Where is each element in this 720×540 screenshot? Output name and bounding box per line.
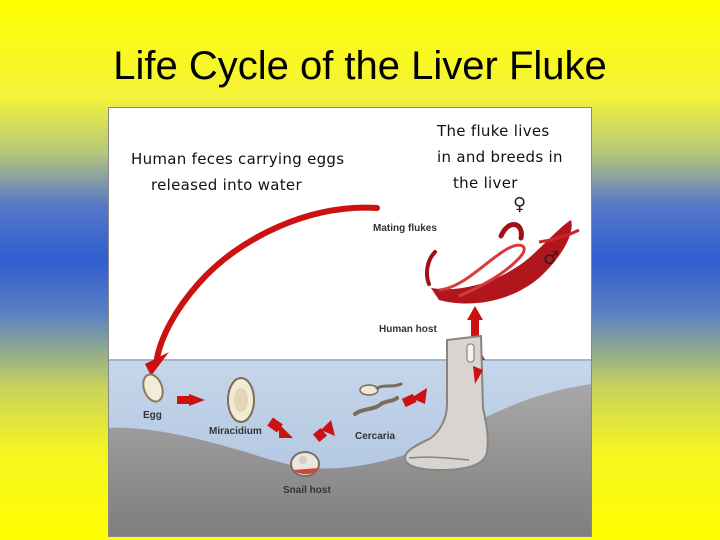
arrow-egg <box>189 394 205 406</box>
cercaria-art <box>353 382 403 416</box>
arrow-up-1 <box>467 306 483 336</box>
life-cycle-diagram: Human feces carrying eggs released into … <box>108 107 592 537</box>
arrow-snail <box>321 420 335 436</box>
big-arrow-head <box>145 352 169 376</box>
slide-title: Life Cycle of the Liver Fluke <box>113 44 607 88</box>
label-mating-flukes: Mating flukes <box>373 223 437 234</box>
feces-note: Human feces carrying eggs released into … <box>131 150 345 194</box>
egg-art <box>142 373 164 403</box>
female-symbol: ♀ <box>513 194 527 215</box>
arrow-miracidium <box>279 424 293 438</box>
ground <box>109 384 591 536</box>
big-arrow-shaft <box>154 204 380 361</box>
mating-flukes-art <box>425 220 580 304</box>
label-human-host: Human host <box>379 324 437 335</box>
label-egg: Egg <box>143 410 162 421</box>
liver-note: The fluke lives in and breeds in the liv… <box>437 122 563 192</box>
label-snail-host: Snail host <box>283 485 331 496</box>
label-cercaria: Cercaria <box>355 431 396 442</box>
diagram-artwork <box>109 204 591 536</box>
male-symbol: ♂ <box>543 248 560 269</box>
label-miracidium: Miracidium <box>209 426 262 437</box>
snail-art <box>290 451 320 477</box>
human-foot <box>403 334 489 472</box>
arrow-cercaria <box>411 388 427 404</box>
